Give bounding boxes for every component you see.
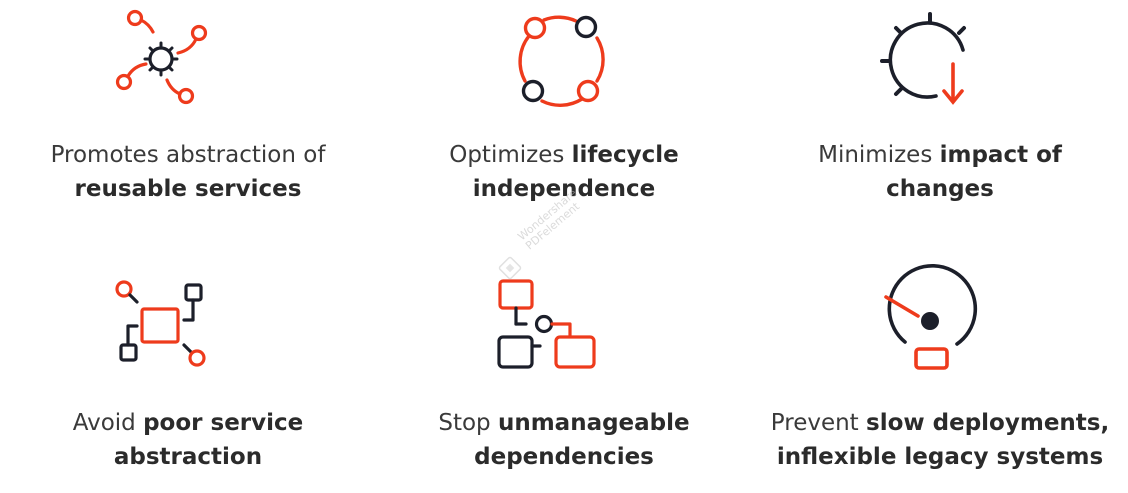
caption-text: Stop bbox=[438, 410, 498, 436]
benefit-caption: Avoid poor service abstraction bbox=[0, 406, 376, 474]
caption-line-1: Prevent slow deployments, bbox=[752, 406, 1128, 440]
caption-line-1: Avoid poor service bbox=[0, 406, 376, 440]
caption-bold-text: slow deployments, bbox=[866, 410, 1110, 436]
caption-bold-text: abstraction bbox=[113, 444, 263, 470]
benefit-caption: Promotes abstraction of reusable service… bbox=[0, 138, 376, 206]
benefit-tile-impact: Minimizes impact of changes bbox=[752, 0, 1128, 246]
caption-text: Avoid bbox=[72, 410, 144, 436]
caption-line-2: independence bbox=[376, 172, 752, 206]
caption-bold-text: inflexible legacy systems bbox=[776, 444, 1104, 470]
tangled-boxes-icon bbox=[115, 280, 206, 367]
caption-line-2: reusable services bbox=[0, 172, 376, 206]
caption-bold-text: lifecycle bbox=[571, 142, 679, 168]
caption-bold-text: poor service bbox=[143, 410, 304, 436]
caption-bold-text: dependencies bbox=[474, 444, 654, 470]
caption-line-2: dependencies bbox=[376, 440, 752, 474]
gauge-icon bbox=[884, 264, 978, 370]
caption-line-1: Stop unmanageable bbox=[376, 406, 752, 440]
caption-line-1: Minimizes impact of bbox=[752, 138, 1128, 172]
cycle-nodes-icon bbox=[518, 15, 605, 107]
benefit-caption: Minimizes impact of changes bbox=[752, 138, 1128, 206]
caption-line-2: inflexible legacy systems bbox=[752, 440, 1128, 474]
benefit-caption: Optimizes lifecycle independence bbox=[376, 138, 752, 206]
caption-text: Promotes abstraction of bbox=[50, 142, 326, 168]
caption-bold-text: reusable services bbox=[74, 176, 302, 202]
caption-line-1: Promotes abstraction of bbox=[0, 138, 376, 172]
benefit-tile-abstraction: Promotes abstraction of reusable service… bbox=[0, 0, 376, 246]
caption-text: Prevent bbox=[770, 410, 867, 436]
caption-bold-text: independence bbox=[472, 176, 656, 202]
caption-text: Minimizes bbox=[818, 142, 940, 168]
dependency-boxes-icon bbox=[497, 279, 596, 369]
benefit-tile-poor-abstraction: Avoid poor service abstraction bbox=[0, 246, 376, 493]
caption-bold-text: unmanageable bbox=[497, 410, 690, 436]
benefit-caption: Stop unmanageable dependencies bbox=[376, 406, 752, 474]
caption-bold-text: changes bbox=[886, 176, 994, 202]
benefit-tile-dependencies: Stop unmanageable dependencies bbox=[376, 246, 752, 493]
caption-bold-text: impact of bbox=[939, 142, 1062, 168]
benefit-tile-deployments: Prevent slow deployments, inflexible leg… bbox=[752, 246, 1128, 493]
caption-line-1: Optimizes lifecycle bbox=[376, 138, 752, 172]
benefit-caption: Prevent slow deployments, inflexible leg… bbox=[752, 406, 1128, 474]
caption-text: Optimizes bbox=[449, 142, 572, 168]
gear-network-icon bbox=[115, 9, 208, 105]
gear-down-arrow-icon bbox=[880, 12, 966, 105]
caption-line-2: abstraction bbox=[0, 440, 376, 474]
benefit-tile-lifecycle: Optimizes lifecycle independence bbox=[376, 0, 752, 246]
caption-line-2: changes bbox=[752, 172, 1128, 206]
